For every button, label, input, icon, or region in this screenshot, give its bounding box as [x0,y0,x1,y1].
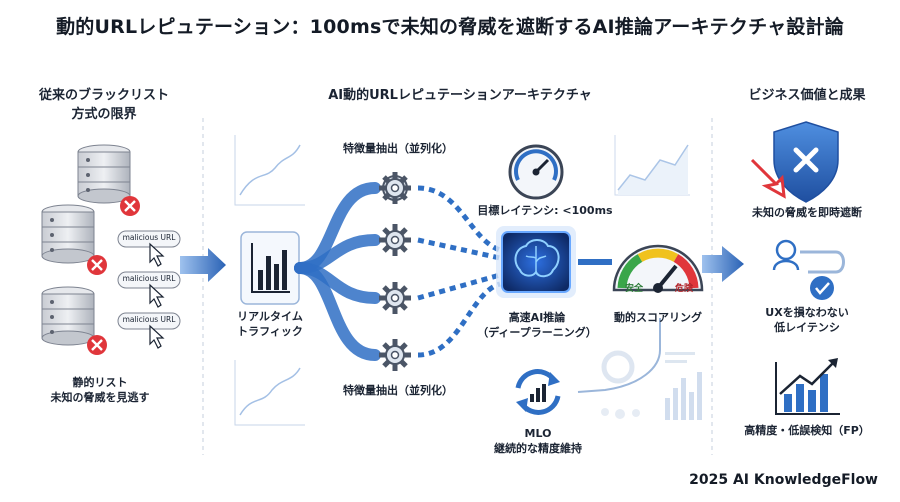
traffic-label: リアルタイム トラフィック [237,310,303,338]
left-caption: 静的リスト 未知の脅威を見逃す [50,376,150,404]
bar-chart-icon [251,243,290,293]
decor-bar-chart [601,350,702,420]
error-x-icon [120,196,140,216]
cycle-icon [515,369,561,415]
gauge-icon [612,244,704,293]
data-streams [417,185,501,358]
gear-icon [379,172,411,204]
gear-icon [379,224,411,256]
value-low-latency: UXを損なわない 低レイテンシ [765,306,849,334]
right-heading: ビジネス価値と成果 [748,88,866,103]
error-x-icon [87,255,107,275]
route-check-icon [772,239,845,300]
value-high-accuracy: 高精度・低誤検知（FP） [744,424,870,437]
growth-chart-icon [775,358,840,415]
decor-line-chart [234,360,305,426]
gauge-danger-label: 危険 [674,284,693,294]
mlo-label: MLO 継続的な精度維持 [494,427,582,455]
gear-icon [379,282,411,314]
decor-area-chart [614,135,690,196]
error-x-icon [87,335,107,355]
flow-arrows [294,182,381,361]
gauge-safe-label: 安全 [624,284,643,294]
cursor-icon [149,283,165,308]
shield-icon [750,121,839,203]
feedback-line [577,318,661,393]
value-block-instant: 未知の脅威を即時遮断 [752,206,862,219]
url-tag: malicious URL [122,233,176,242]
database-icon [41,286,95,346]
url-tag: malicious URL [122,274,176,283]
arrow-to-value [702,246,744,282]
left-heading: 従来のブラックリスト 方式の限界 [38,88,169,122]
decor-line-chart [234,135,305,206]
page-title: 動的URLレピュテーション：100msで未知の脅威を遮断するAI推論アーキテクチ… [56,16,844,38]
latency-target-label: 目標レイテンシ: <100ms [477,204,613,217]
arrow-into-architecture [180,248,226,282]
gear-icon [379,339,411,371]
footer-brand: 2025 AI KnowledgeFlow [689,472,878,488]
url-tag-box [117,271,181,289]
inference-label: 高速AI推論 （ディープラーニング） [477,311,597,339]
url-tag: malicious URL [122,315,176,324]
feature-extraction-top-label: 特徴量抽出（並列化） [343,142,453,155]
database-icon [77,144,131,204]
cursor-icon [149,324,165,349]
center-heading: AI動的URLレピュテーションアーキテクチャ [328,88,592,103]
cursor-icon [149,242,165,267]
url-tag-box [117,312,181,330]
brain-chip-icon [496,226,576,298]
url-tag-box [117,230,181,248]
feature-extraction-bottom-label: 特徴量抽出（並列化） [343,384,453,397]
scoring-label: 動的スコアリング [614,311,702,324]
database-icon [41,204,95,264]
gauge-icon [508,144,564,200]
